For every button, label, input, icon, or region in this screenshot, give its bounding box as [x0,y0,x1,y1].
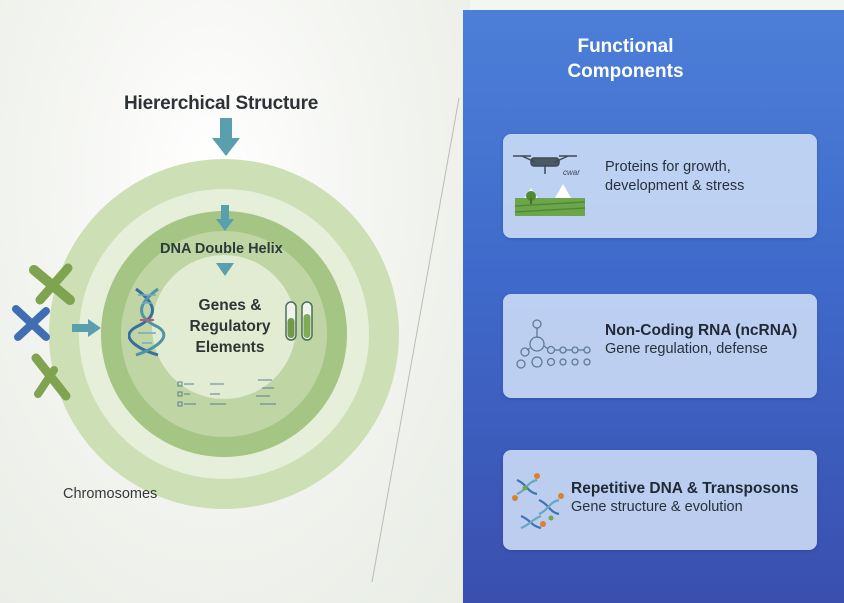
chromosome-x-blue-icon [12,305,50,341]
panel-title: Functional Components [435,34,816,84]
drone-field-icon [513,155,586,216]
dna-helix-icon [128,287,166,357]
card-text-line: Proteins for growth, [605,159,731,175]
inner-arrow-icon [216,205,234,231]
core-label-line: Genes & [198,297,262,314]
diagram-title: Hiererchical Structure [124,93,319,114]
sequence-glyphs-icon [177,379,276,407]
card-description: Gene structure & evolution [571,499,743,515]
core-label-line: Elements [195,339,265,356]
card-description: Gene regulation, defense [605,341,768,357]
concentric-rings [49,159,399,509]
top-arrow-icon [212,118,240,156]
core-circle [152,255,296,399]
card-proteins: cwar Proteins for growth, development & … [503,134,817,238]
chromosome-x-icon [31,353,71,401]
drone-label: cwar [563,168,580,177]
card-repetitive-dna: Repetitive DNA & Transposons Gene struct… [503,450,817,550]
dna-helices-icon [512,473,564,530]
panel-title-line: Functional [577,36,674,57]
dna-double-helix-label: DNA Double Helix [160,241,283,257]
card-text-line: development & stress [605,178,745,194]
card-ncrna-text: Non-Coding RNA (ncRNA) Gene regulation, … [605,322,797,359]
card-title: Repetitive DNA & Transposons [571,480,799,497]
side-arrow-icon [72,319,101,337]
card-proteins-text: Proteins for growth, development & stres… [605,158,744,196]
chromosomes-label: Chromosomes [63,486,158,502]
core-label: Genes & Regulatory Elements [172,295,288,358]
chromosome-x-icon [29,263,75,305]
card-title: Non-Coding RNA (ncRNA) [605,322,798,339]
test-tubes-icon [285,301,313,341]
panel-title-line: Components [567,61,684,82]
dna-arrow-icon [216,263,234,276]
molecule-network-icon [516,319,591,369]
card-repetitive-dna-text: Repetitive DNA & Transposons Gene struct… [571,480,799,517]
card-ncrna: Non-Coding RNA (ncRNA) Gene regulation, … [503,294,817,398]
functional-components-panel: Functional Components cwar Proteins for … [463,10,844,603]
core-label-line: Regulatory [189,318,271,335]
